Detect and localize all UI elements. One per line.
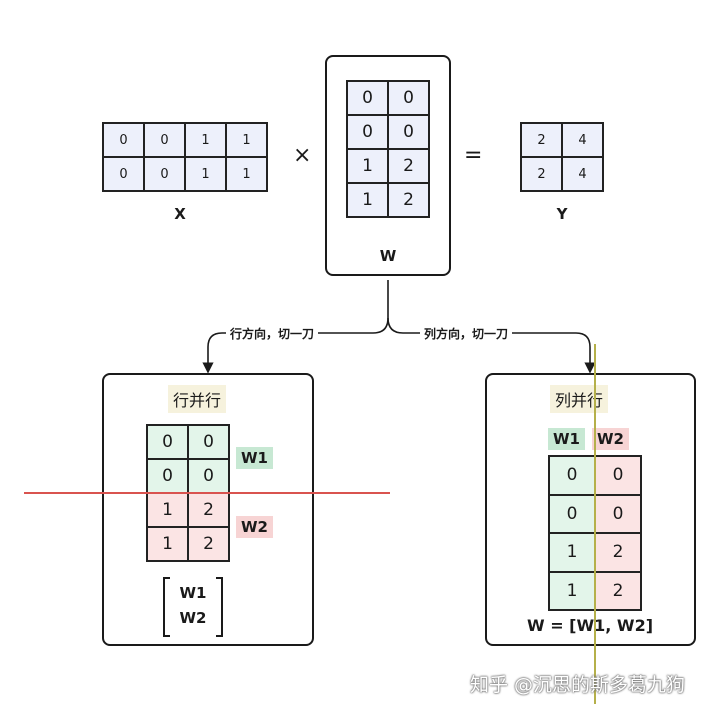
row-w1-tag: W1 xyxy=(236,447,273,469)
x-cell: 0 xyxy=(144,123,185,157)
w-cell: 2 xyxy=(388,183,429,217)
w2-cell: 1 xyxy=(147,527,188,561)
y-cell: 4 xyxy=(562,157,603,191)
col-cut-line xyxy=(594,344,596,704)
w1-cell: 0 xyxy=(549,456,595,495)
equals-operator: = xyxy=(464,143,483,168)
col-parallel-title: 列并行 xyxy=(550,385,609,413)
col-formula: W = [W1, W2] xyxy=(526,616,654,635)
w1-cell: 0 xyxy=(549,494,595,533)
w-cell: 1 xyxy=(347,149,388,183)
col-shard-matrix: 0 0 0 0 1 2 1 2 xyxy=(548,455,642,611)
w2-cell: 0 xyxy=(595,494,641,533)
w-matrix-label: W xyxy=(379,247,397,265)
w-cell: 1 xyxy=(347,183,388,217)
y-cell: 2 xyxy=(521,157,562,191)
w-matrix: 0 0 0 0 1 2 1 2 xyxy=(346,80,430,218)
col-w2-tag: W2 xyxy=(592,428,629,450)
col-split-label: 列方向，切一刀 xyxy=(420,325,513,342)
x-matrix-label: X xyxy=(174,205,186,223)
branch-right xyxy=(387,317,596,374)
x-cell: 0 xyxy=(103,123,144,157)
stack-w1: W1 xyxy=(179,584,207,602)
x-cell: 0 xyxy=(103,157,144,191)
w2-cell: 2 xyxy=(188,493,229,527)
row-parallel-title: 行并行 xyxy=(168,385,227,413)
times-operator: × xyxy=(293,143,312,168)
x-cell: 0 xyxy=(144,157,185,191)
col-w1-tag: W1 xyxy=(548,428,585,450)
y-cell: 2 xyxy=(521,123,562,157)
w-cell: 2 xyxy=(388,149,429,183)
row-shard-matrix: 0 0 0 0 1 2 1 2 xyxy=(146,424,230,562)
w-cell: 0 xyxy=(388,115,429,149)
watermark-text: 知乎 @沉思的斯多葛九狗 xyxy=(470,674,686,696)
w1-cell: 0 xyxy=(188,425,229,459)
row-w2-tag: W2 xyxy=(236,516,273,538)
w1-cell: 0 xyxy=(147,425,188,459)
w2-cell: 1 xyxy=(147,493,188,527)
w2-cell: 2 xyxy=(188,527,229,561)
w-cell: 0 xyxy=(347,115,388,149)
stack-w2: W2 xyxy=(179,609,207,627)
w1-cell: 1 xyxy=(549,533,595,572)
y-cell: 4 xyxy=(562,123,603,157)
x-cell: 1 xyxy=(226,157,267,191)
y-matrix-label: Y xyxy=(556,205,568,223)
y-matrix: 2 4 2 4 xyxy=(520,122,604,192)
x-cell: 1 xyxy=(226,123,267,157)
w1-cell: 0 xyxy=(147,459,188,493)
w-cell: 0 xyxy=(388,81,429,115)
w1-cell: 1 xyxy=(549,571,595,610)
x-matrix: 0 0 1 1 0 0 1 1 xyxy=(102,122,268,192)
w2-cell: 0 xyxy=(595,456,641,495)
x-cell: 1 xyxy=(185,123,226,157)
w-cell: 0 xyxy=(347,81,388,115)
row-cut-line xyxy=(24,492,390,494)
w1-cell: 0 xyxy=(188,459,229,493)
x-cell: 1 xyxy=(185,157,226,191)
branch-stem xyxy=(202,280,389,374)
w2-cell: 2 xyxy=(595,533,641,572)
row-split-label: 行方向，切一刀 xyxy=(226,325,319,342)
stack-bracket-icon xyxy=(163,577,223,637)
w2-cell: 2 xyxy=(595,571,641,610)
